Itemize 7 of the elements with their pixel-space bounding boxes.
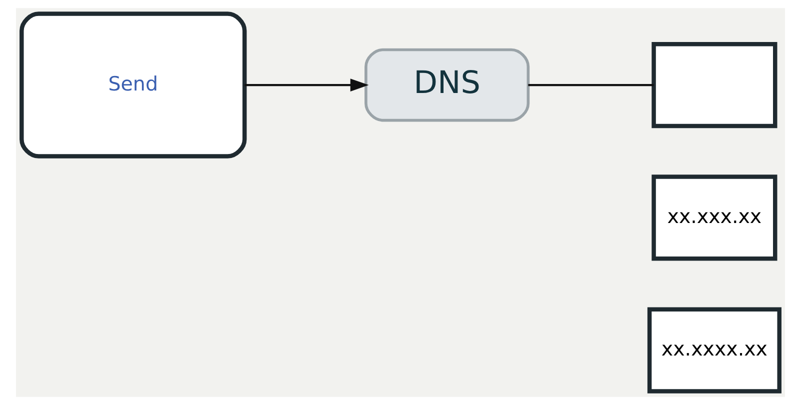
node-box: xx.xxxx.xx xyxy=(646,307,781,394)
connector xyxy=(528,84,654,86)
node-box xyxy=(651,42,777,128)
node-box: Send xyxy=(19,12,246,158)
node-box: xx.xxx.xx xyxy=(651,174,777,261)
node-box: DNS xyxy=(364,48,530,122)
arrow xyxy=(244,78,368,92)
